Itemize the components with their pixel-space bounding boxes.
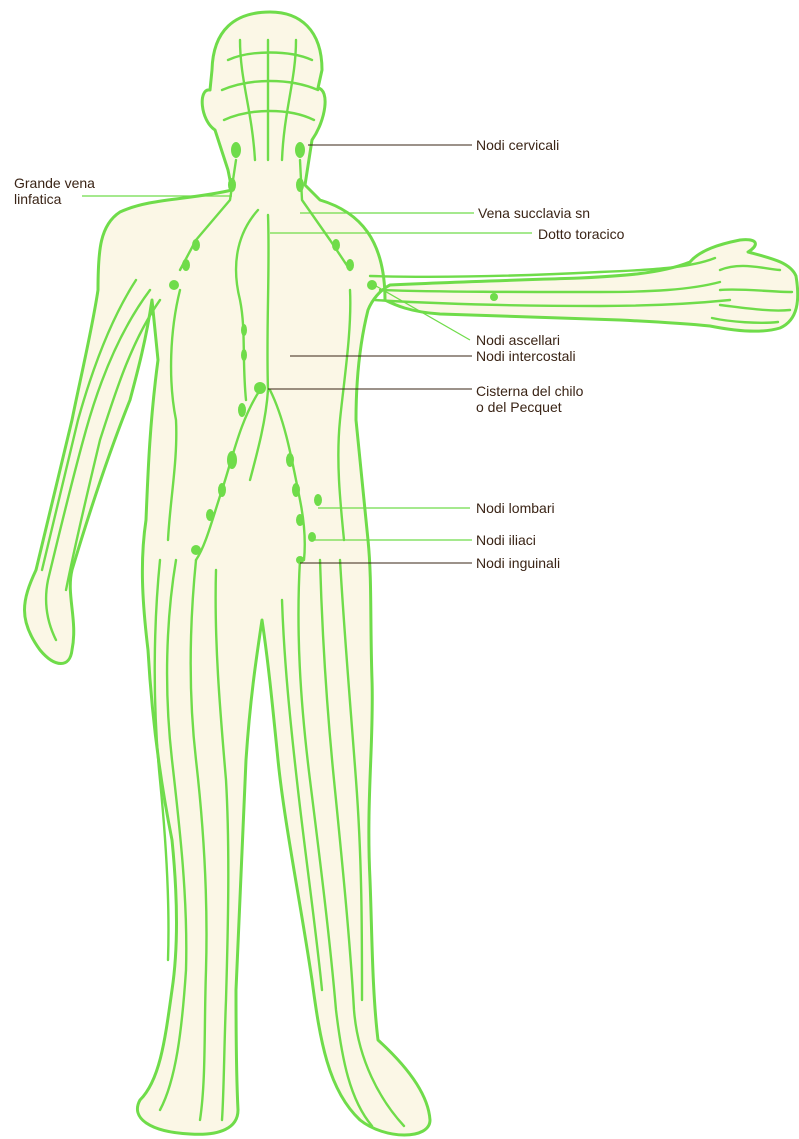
- body-silhouette: [25, 12, 798, 1135]
- label-nodi-iliaci: Nodi iliaci: [476, 532, 536, 548]
- label-cisterna-line2: o del Pecquet: [476, 399, 583, 415]
- label-nodi-cervicali: Nodi cervicali: [476, 137, 559, 153]
- label-cisterna: Cisterna del chilo o del Pecquet: [476, 383, 583, 415]
- label-nodi-lombari: Nodi lombari: [476, 500, 555, 516]
- label-vena-succlavia: Vena succlavia sn: [478, 205, 590, 221]
- label-cisterna-line1: Cisterna del chilo: [476, 383, 583, 399]
- label-nodi-ascellari: Nodi ascellari: [476, 332, 560, 348]
- label-nodi-intercostali: Nodi intercostali: [476, 348, 576, 364]
- label-grande-vena: Grande vena linfatica: [14, 175, 95, 207]
- label-grande-vena-line2: linfatica: [14, 191, 95, 207]
- label-grande-vena-line1: Grande vena: [14, 175, 95, 191]
- label-nodi-inguinali: Nodi inguinali: [476, 555, 560, 571]
- label-dotto-toracico: Dotto toracico: [538, 226, 624, 242]
